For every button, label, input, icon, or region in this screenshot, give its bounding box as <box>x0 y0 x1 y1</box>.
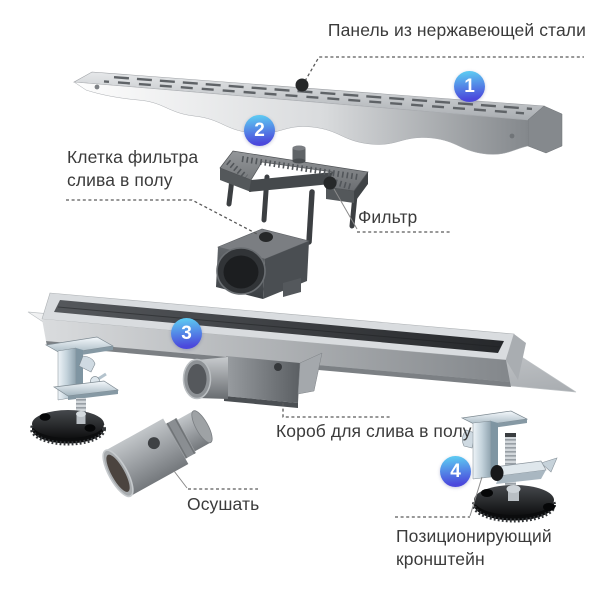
grate-slots-row2 <box>103 80 525 115</box>
grate-panel <box>72 71 563 155</box>
label-filter-cage-line2: слива в полу <box>67 170 173 190</box>
leader-bracket-solid <box>469 476 483 517</box>
cage-grate-ticks <box>241 156 359 180</box>
cage-leg <box>306 189 315 245</box>
threaded-rod <box>76 398 86 420</box>
label-drain: Осушать <box>187 494 260 514</box>
box-marker-dot <box>259 232 273 242</box>
floor-bracket-left <box>30 336 120 446</box>
drain-coupling <box>102 410 213 498</box>
outlet-wedge <box>297 352 323 395</box>
label-filter: Фильтр <box>358 207 418 227</box>
channel-trough <box>27 292 577 393</box>
label-filter-cage-line1: Клетка фильтра <box>67 147 199 167</box>
panel-marker-dot <box>295 78 309 92</box>
label-positioning-bracket-line1: Позиционирующий <box>396 526 552 546</box>
leader-lines <box>66 56 584 518</box>
filter-cage <box>219 145 369 245</box>
leader-filter-cage <box>66 199 260 236</box>
label-positioning-bracket: Позиционирующий кронштейн <box>396 525 552 571</box>
cage-knob <box>292 145 306 164</box>
badge-1: 1 <box>454 71 485 102</box>
trough-front-wall <box>42 319 510 382</box>
label-stainless-panel: Панель из нержавеющей стали <box>327 20 586 40</box>
trough-end-cap <box>506 334 526 380</box>
floor-bracket-right <box>460 410 558 523</box>
drain-siphon-box <box>216 228 310 299</box>
leader-panel <box>304 56 584 82</box>
drain-outlet-box <box>182 352 323 408</box>
grate-slots-row1 <box>113 76 533 111</box>
leader-drain-box <box>282 403 392 418</box>
outlet-hole <box>274 363 282 371</box>
filter-marker-dot <box>323 176 337 190</box>
coupling-side-hole <box>147 437 160 450</box>
label-positioning-bracket-line2: кронштейн <box>396 549 485 569</box>
siphon-port-hole <box>223 255 259 289</box>
badge-2: 2 <box>244 115 275 146</box>
bracket-clip <box>78 355 96 373</box>
badge-4: 4 <box>440 456 471 487</box>
badge-3: 3 <box>171 318 202 349</box>
label-filter-cage: Клетка фильтра слива в полу <box>67 146 198 192</box>
cage-grate-ticks <box>226 159 248 180</box>
leader-drain-solid <box>173 470 188 489</box>
label-drain-box: Короб для слива в полу <box>276 421 472 441</box>
leader-filter-solid <box>333 188 358 230</box>
